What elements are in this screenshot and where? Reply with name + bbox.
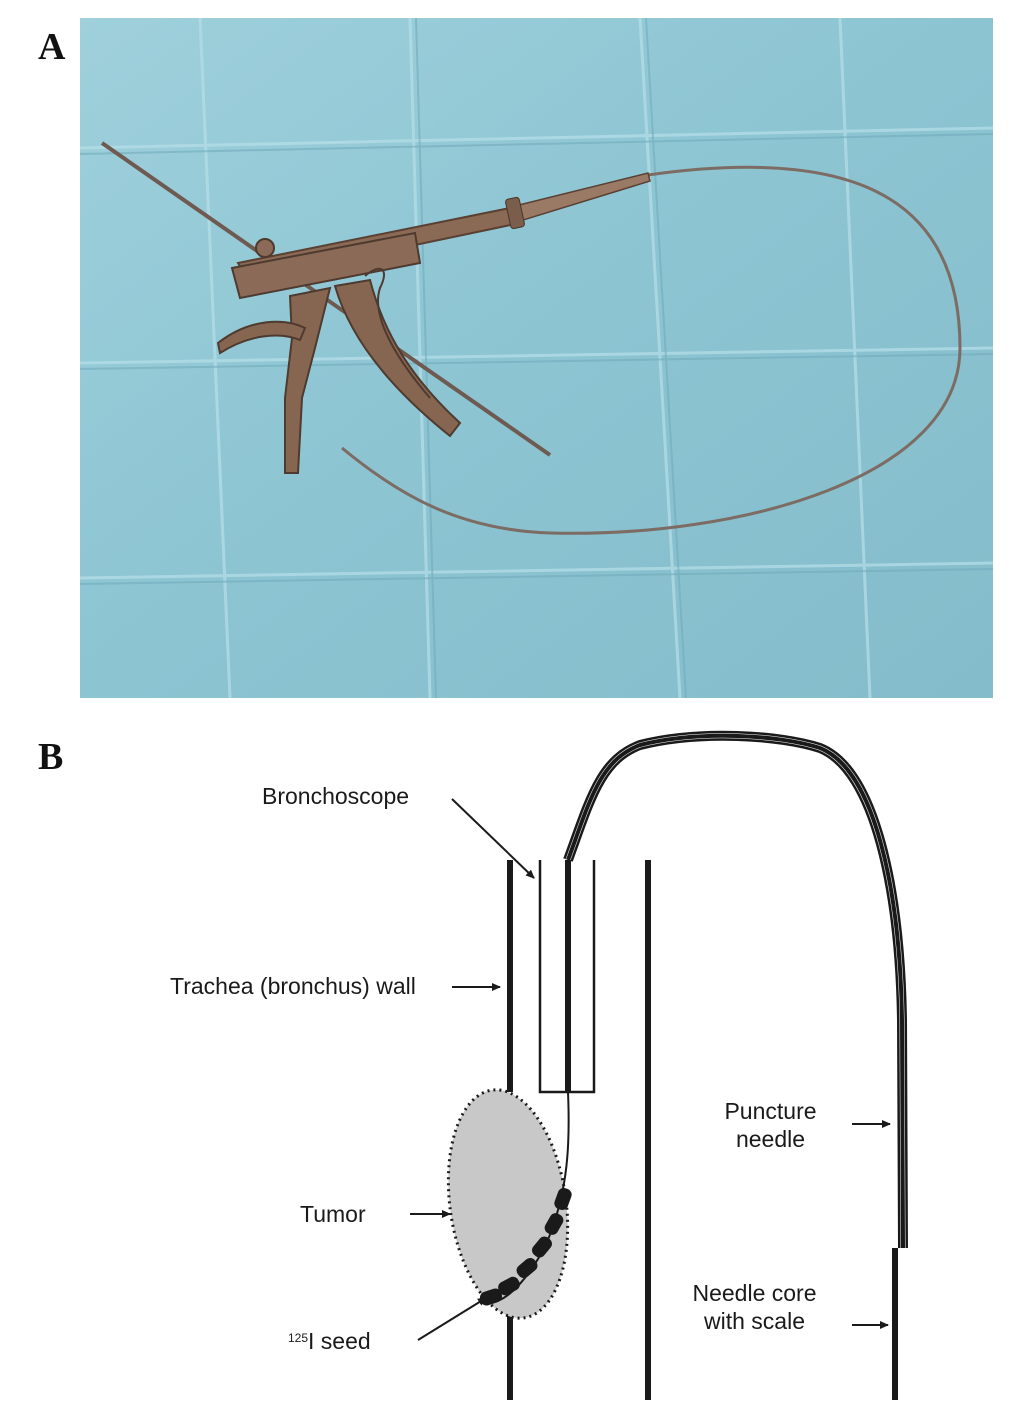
seed-label-isotope: 125 [288, 1331, 308, 1345]
puncture-needle-loop [568, 736, 903, 1248]
thumb-screw [256, 239, 274, 257]
needle-core-label-line1: Needle core [682, 1279, 827, 1307]
seed-arrow [418, 1298, 486, 1340]
puncture-needle-label-line2: needle [718, 1125, 823, 1153]
instrument-photo [80, 18, 993, 698]
needle-core-label-line2: with scale [682, 1307, 827, 1335]
needle-core-loop [568, 736, 903, 1248]
trachea-wall-label: Trachea (bronchus) wall [170, 972, 416, 1000]
seed-implantation-diagram [0, 700, 1033, 1407]
puncture-needle-label-line1: Puncture [718, 1097, 823, 1125]
puncture-needle-label: Puncture needle [718, 1097, 823, 1153]
needle-core-label: Needle core with scale [682, 1279, 827, 1335]
puncture-needle-loop-inner [568, 736, 903, 1248]
seed-label-text: I seed [308, 1328, 371, 1354]
tumor-label: Tumor [300, 1200, 366, 1228]
seed-label: 125I seed [288, 1327, 371, 1355]
panel-label-a: A [38, 28, 65, 66]
bronchoscope-label: Bronchoscope [262, 782, 409, 810]
bronchoscope-arrow [452, 799, 534, 878]
